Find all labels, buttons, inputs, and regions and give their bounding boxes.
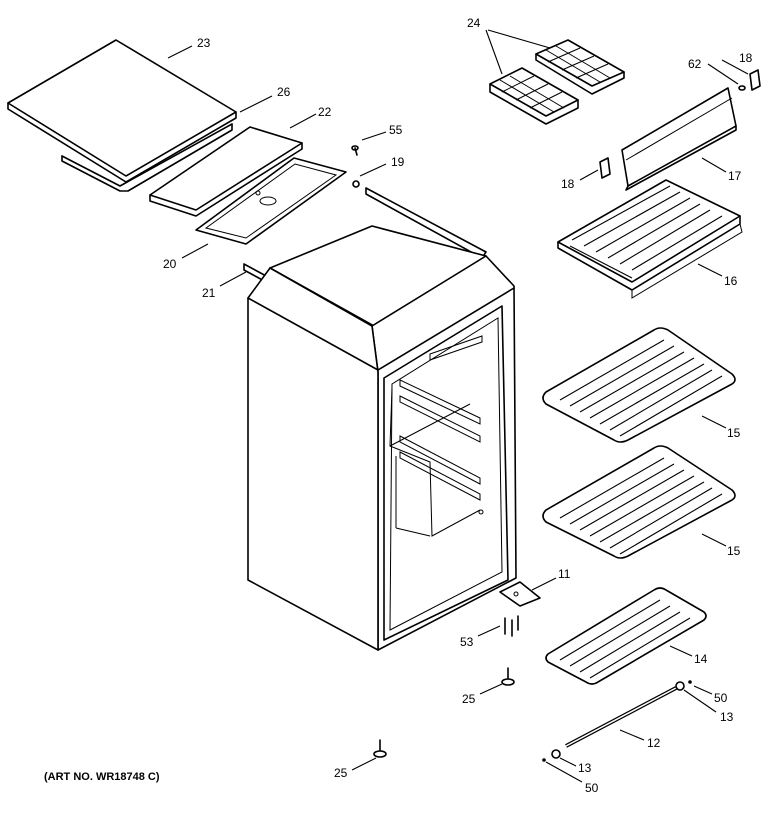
label-50-upper: 50	[714, 691, 728, 705]
label-26: 26	[277, 85, 291, 99]
label-14: 14	[694, 652, 708, 666]
part-15-wire-shelf-lower	[542, 445, 736, 559]
part-15-wire-shelf-upper	[542, 327, 736, 443]
label-13-upper: 13	[720, 710, 734, 724]
leader-lines	[167, 29, 749, 783]
part-24-ice-tray-2	[489, 67, 579, 125]
label-21: 21	[202, 286, 216, 300]
label-11: 11	[558, 567, 571, 581]
cabinet-body	[247, 225, 517, 651]
part-53-screws	[504, 615, 519, 637]
part-14-wire-rack	[545, 587, 707, 685]
label-18-lower: 18	[561, 177, 575, 191]
label-18-upper: 18	[739, 51, 753, 65]
label-15-upper: 15	[727, 426, 741, 440]
part-26-panel	[61, 123, 233, 192]
part-13-cap-upper	[675, 681, 685, 691]
part-17-panel	[621, 87, 737, 191]
part-18-bracket-lower	[599, 157, 611, 179]
label-16: 16	[724, 274, 738, 288]
label-53: 53	[460, 635, 474, 649]
part-50-clip-lower	[542, 758, 546, 762]
part-24-ice-tray-1	[535, 39, 625, 95]
part-12-rod	[565, 686, 677, 748]
part-25-foot-lower	[373, 739, 387, 758]
part-19-clip	[352, 180, 360, 188]
label-25-lower: 25	[334, 766, 348, 780]
label-19: 19	[391, 155, 405, 169]
label-13-lower: 13	[578, 761, 592, 775]
part-55-screw	[351, 145, 359, 156]
label-20: 20	[163, 257, 177, 271]
part-13-cap-lower	[551, 749, 561, 759]
label-23: 23	[197, 36, 211, 50]
part-16-freezer-tray	[557, 179, 743, 299]
label-24: 24	[467, 16, 481, 30]
part-22-top-board	[149, 126, 303, 217]
part-50-clip-upper	[688, 680, 692, 684]
callout-labels: 23 26 22 24 18 62 55 19 18 17 20 21 16 1…	[163, 16, 753, 795]
label-17: 17	[728, 169, 742, 183]
part-18-bracket-upper	[749, 69, 761, 91]
label-50-lower: 50	[585, 781, 599, 795]
label-55: 55	[389, 123, 403, 137]
label-22: 22	[318, 105, 332, 119]
label-25-upper: 25	[462, 692, 476, 706]
part-20-frame	[195, 157, 347, 245]
art-number-caption: (ART NO. WR18748 C)	[44, 771, 160, 783]
part-11-hinge	[499, 581, 541, 607]
label-15-lower: 15	[727, 544, 741, 558]
label-62: 62	[688, 57, 702, 71]
label-12: 12	[647, 736, 661, 750]
part-25-foot-upper	[501, 667, 515, 686]
part-62-screw	[738, 85, 746, 91]
